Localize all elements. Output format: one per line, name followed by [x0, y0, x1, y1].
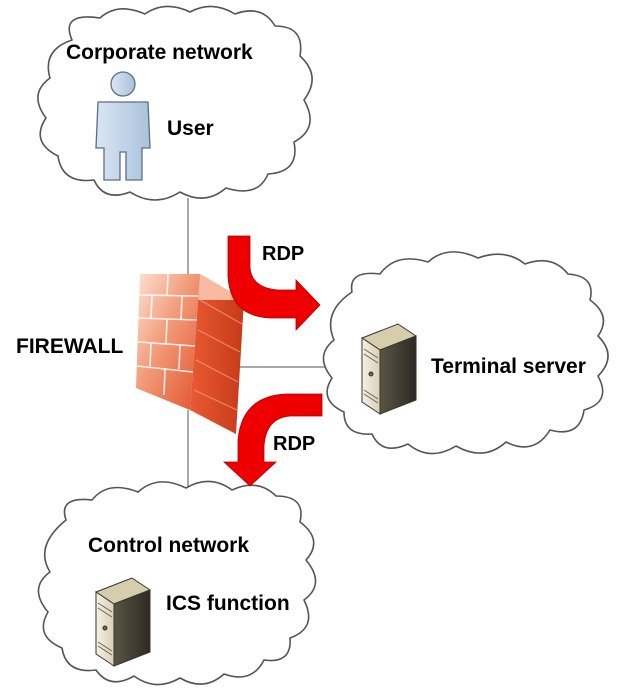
corporate-network-title: Corporate network	[66, 41, 253, 64]
firewall-label: FIREWALL	[16, 335, 124, 358]
terminal-server-label: Terminal server	[431, 355, 586, 378]
rdp-label-bottom: RDP	[273, 433, 316, 455]
user-icon	[95, 71, 151, 181]
rdp-arrow-top	[227, 235, 321, 331]
control-network-title: Control network	[88, 534, 249, 557]
user-label: User	[167, 117, 214, 140]
terminal-server-icon	[360, 323, 418, 415]
corporate-network-cloud	[37, 5, 313, 201]
firewall-icon	[136, 273, 244, 434]
ics-function-label: ICS function	[166, 592, 290, 615]
rdp-label-top: RDP	[262, 243, 305, 265]
rdp-arrow-bottom	[222, 393, 323, 487]
control-network-cloud	[37, 480, 317, 686]
ics-server-icon	[94, 577, 152, 667]
